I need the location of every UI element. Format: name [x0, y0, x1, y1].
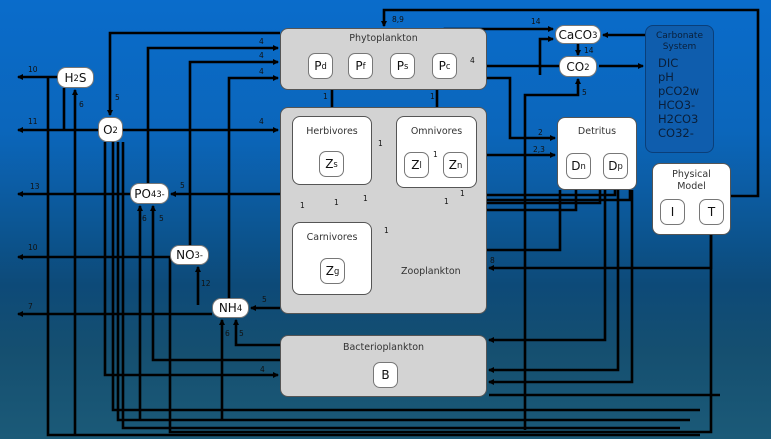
omnivores-title: Omnivores: [410, 126, 463, 137]
formula-sub: 4: [150, 188, 157, 199]
carbonate-item: H2CO3: [658, 112, 699, 126]
herbivores-box: Herbivores: [292, 116, 372, 185]
herbivores-title: Herbivores: [306, 126, 358, 137]
title-line: Physical: [672, 169, 711, 180]
arrow-nh4-to-phyto: [227, 75, 279, 298]
arrow-no3-to-phyto: [188, 59, 279, 245]
arrow-bacterio-to-po4: [150, 205, 280, 362]
var-symbol: Z: [325, 157, 334, 171]
carbonate-system-box: Carbonate System DIC pH pCO2w HCO3- H2CO…: [645, 25, 714, 153]
formula-sub: 3: [194, 250, 200, 260]
carbonate-item: HCO3-: [658, 98, 696, 112]
formula: NH: [218, 301, 237, 315]
var-i: I: [660, 199, 685, 225]
var-symbol: P: [355, 59, 363, 73]
var-sub: p: [617, 161, 623, 171]
var-symbol: Z: [448, 158, 457, 172]
formula: S: [78, 70, 87, 85]
var-symbol: P: [396, 59, 404, 73]
arrow-up-to-caco3: [538, 36, 554, 75]
formula-sup: -: [199, 250, 203, 260]
var-symbol: Z: [411, 158, 420, 172]
var-symbol: Z: [325, 264, 334, 278]
formula: PO: [134, 186, 151, 201]
formula: CaCO: [558, 27, 593, 42]
formula-sub: 2: [73, 72, 79, 83]
var-symbol: D: [608, 159, 618, 173]
formula: NO: [176, 248, 195, 262]
arrow-det-to-bact1: [488, 190, 607, 343]
var-sub: g: [333, 266, 340, 276]
formula: H: [64, 70, 74, 85]
arrow-det-to-bact2: [488, 190, 620, 373]
arrow-bottom-to-co2: [523, 78, 581, 430]
title-line: Carbonate: [655, 31, 703, 41]
var-sub: s: [333, 159, 338, 169]
formula: CO: [566, 59, 585, 74]
var-sub: f: [362, 61, 366, 71]
var-t: T: [699, 199, 724, 225]
formula-sub: 3: [592, 29, 598, 40]
arrow-o2-to-bacterio: [103, 142, 279, 378]
title-line: System: [662, 42, 697, 52]
arrow-phyto-to-o2: [107, 31, 280, 116]
var-symbol: I: [670, 205, 675, 219]
var-sub: c: [445, 61, 451, 71]
arrow-bacterio-to-nh4: [233, 319, 280, 347]
var-sub: n: [580, 161, 586, 171]
formula-sub: 4: [236, 303, 243, 313]
carbonate-system-title: Carbonate System: [646, 31, 713, 53]
arrow-det-to-bact3: [488, 190, 634, 385]
formula-sub: 2: [112, 124, 118, 135]
formula-sub: 2: [584, 61, 590, 72]
var-sub: l: [419, 160, 422, 170]
formula: O: [103, 122, 113, 137]
var-symbol: B: [381, 368, 390, 382]
var-sub: n: [456, 160, 463, 170]
var-sub: s: [403, 61, 409, 71]
var-sub: d: [321, 61, 327, 71]
physical-model-title: Physical Model: [653, 169, 730, 193]
zooplankton-title: Zooplankton: [401, 266, 461, 277]
carbonate-item: pCO2w: [658, 84, 700, 98]
arrow-po4-to-phyto: [146, 45, 279, 183]
arrow-physical-to-phyto: [381, 8, 760, 198]
carbonate-item: pH: [658, 70, 674, 84]
arrow-phyto-to-detritus: [487, 76, 556, 141]
var-symbol: T: [707, 205, 716, 219]
carbonate-item: CO32-: [658, 126, 694, 140]
detritus-title: Detritus: [577, 126, 617, 137]
formula-sup: 3-: [156, 188, 165, 199]
var-symbol: D: [571, 159, 581, 173]
var-b: B: [373, 362, 398, 388]
carnivores-title: Carnivores: [306, 232, 358, 243]
title-line: Model: [677, 181, 706, 192]
phytoplankton-title: Phytoplankton: [349, 33, 418, 44]
bacterioplankton-title: Bacterioplankton: [342, 342, 425, 353]
var-symbol: P: [438, 59, 446, 73]
carbonate-item: DIC: [658, 56, 679, 70]
var-symbol: P: [314, 59, 322, 73]
